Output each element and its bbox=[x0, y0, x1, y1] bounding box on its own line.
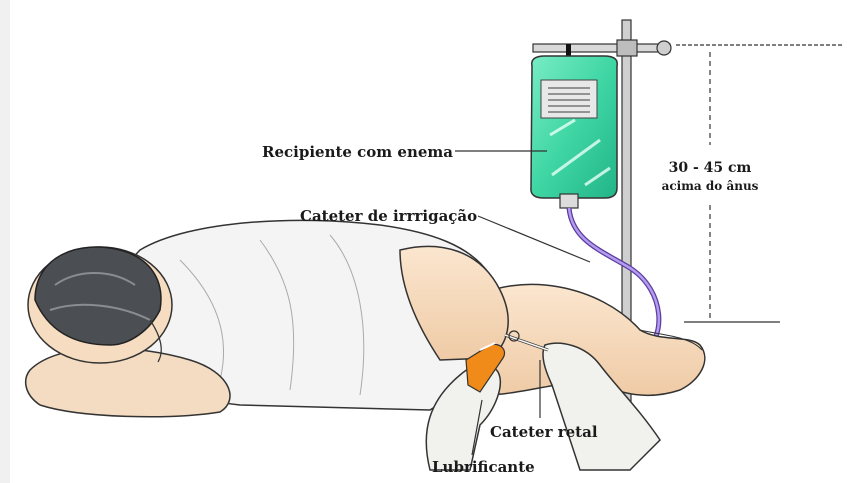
label-rectal-catheter: Cateter retal bbox=[490, 423, 598, 441]
left-margin bbox=[0, 0, 10, 483]
enema-bag bbox=[531, 56, 617, 208]
label-height-note: acima do ânus bbox=[662, 179, 759, 193]
pole-knob bbox=[657, 41, 671, 55]
label-lubricant: Lubrificante bbox=[432, 458, 535, 476]
label-irrigation-catheter: Cateter de irrrigação bbox=[300, 207, 477, 225]
bag-outlet bbox=[560, 194, 578, 208]
label-container: Recipiente com enema bbox=[262, 143, 453, 161]
label-height-range: 30 - 45 cm bbox=[669, 160, 752, 176]
patient-head bbox=[28, 247, 172, 363]
